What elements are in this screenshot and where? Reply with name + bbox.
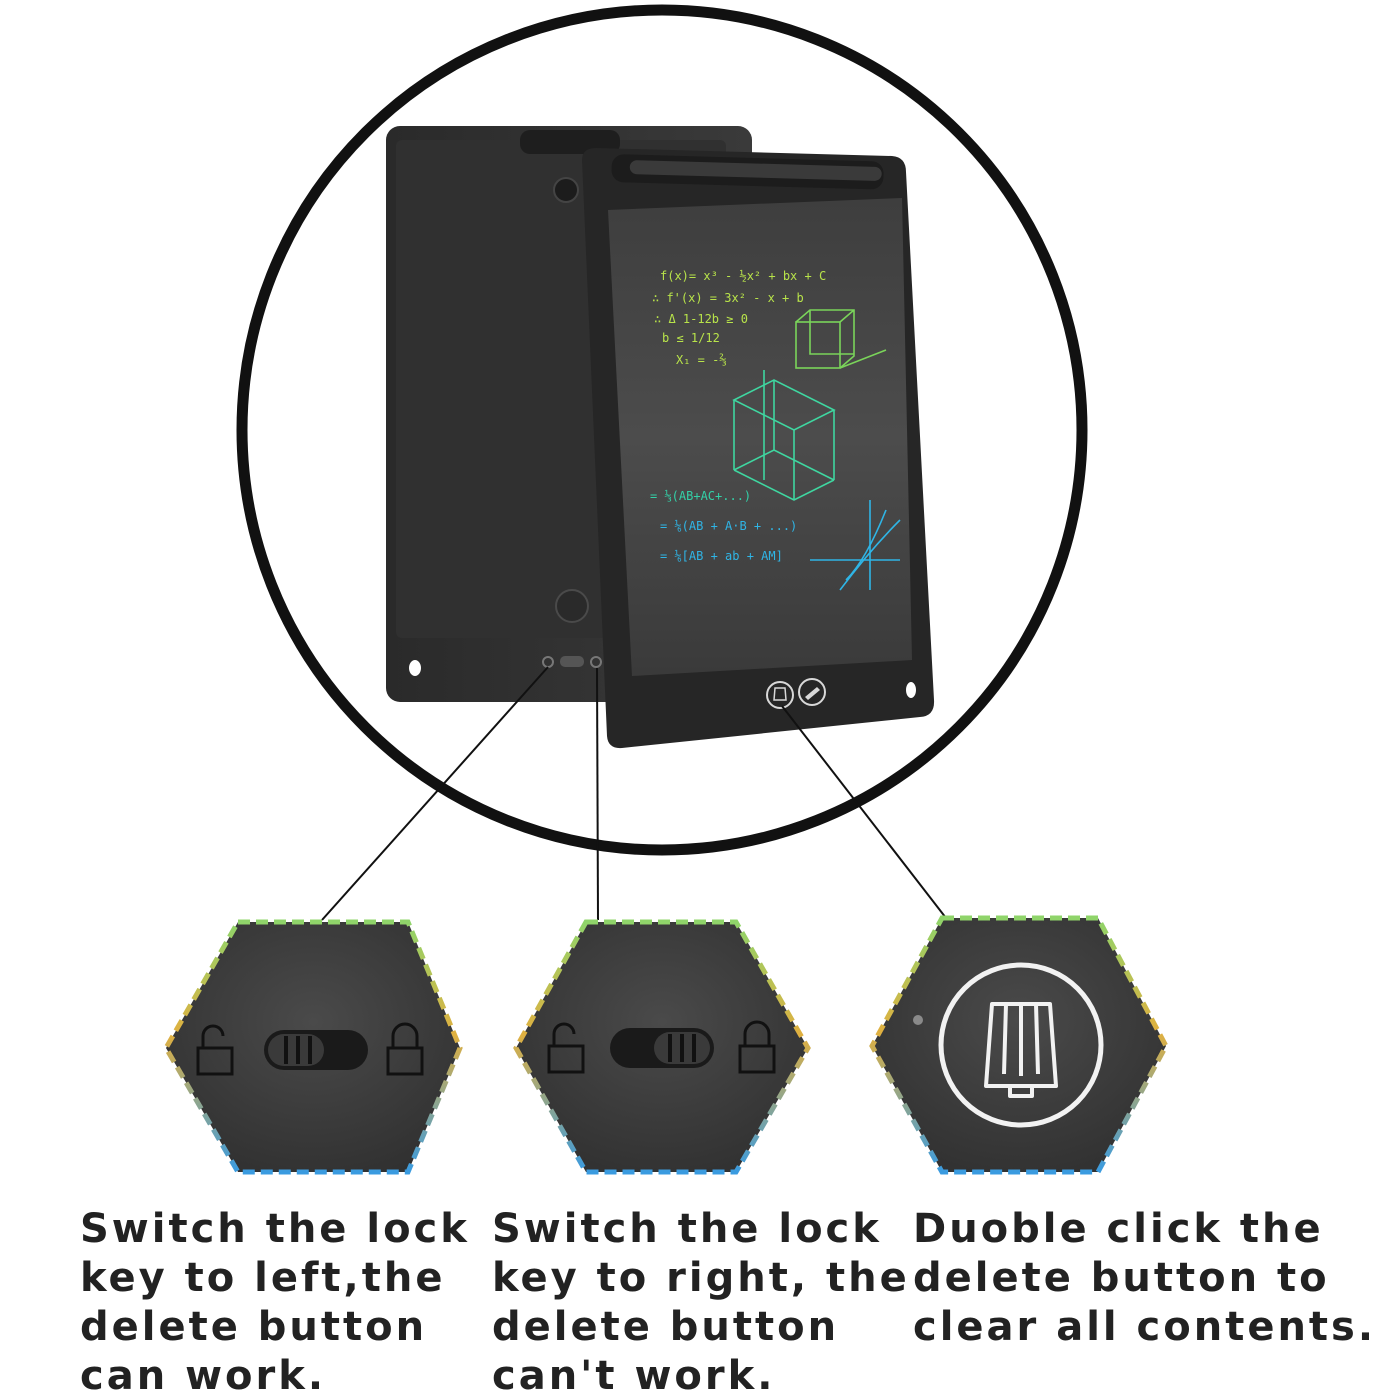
caption-delete: Duoble click the delete button to clear … bbox=[913, 1205, 1376, 1352]
unlock-icon bbox=[196, 1024, 234, 1076]
tablet-front: f(x)= x³ - ½x² + bx + C ∴ f'(x) = 3x² - … bbox=[582, 148, 935, 749]
caption-line: delete button bbox=[492, 1304, 840, 1350]
screen-line: ∴ f'(x) = 3x² - x + b bbox=[652, 291, 804, 305]
screen-line: X₁ = -⅔ bbox=[676, 353, 727, 367]
lock-switch-left-icon bbox=[264, 1030, 368, 1070]
lock-icon bbox=[738, 1020, 776, 1074]
cube-drawing bbox=[795, 309, 887, 369]
caption-line: can't work. bbox=[492, 1353, 776, 1396]
screen-writing: f(x)= x³ - ½x² + bx + C ∴ f'(x) = 3x² - … bbox=[650, 269, 826, 563]
delete-button-ring bbox=[938, 962, 1104, 1128]
caption-line: key to right, the bbox=[492, 1255, 910, 1301]
caption-line: can work. bbox=[80, 1353, 327, 1396]
callout-hexagon-delete bbox=[869, 915, 1169, 1175]
lock-switch-right-dot bbox=[590, 656, 602, 668]
caption-lock-left: Switch the lock key to left,the delete b… bbox=[80, 1205, 470, 1396]
caption-line: Switch the lock bbox=[80, 1206, 470, 1252]
callout-hexagon-lock-right bbox=[513, 919, 811, 1175]
screen-line: ∴ Δ 1-12b ≥ 0 bbox=[654, 312, 748, 326]
tablet-screen[interactable] bbox=[608, 198, 912, 676]
screen-line: f(x)= x³ - ½x² + bx + C bbox=[660, 269, 826, 283]
caption-lock-right: Switch the lock key to right, the delete… bbox=[492, 1205, 910, 1396]
lock-switch-right-icon bbox=[610, 1028, 714, 1068]
screen-line: = ⅙(AB + A·B + ...) bbox=[660, 519, 797, 533]
caption-line: key to left,the bbox=[80, 1255, 446, 1301]
caption-line: Duoble click the bbox=[913, 1206, 1324, 1252]
delete-button-bin-icon bbox=[773, 687, 787, 701]
screen-line: = ⅓(AB+AC+...) bbox=[650, 489, 751, 503]
pyramid-drawing bbox=[732, 370, 836, 501]
callout-hexagon-lock-left bbox=[163, 919, 463, 1175]
leader-lines bbox=[321, 666, 947, 921]
indicator-dot bbox=[913, 1015, 923, 1025]
screen-line: = ⅙[AB + ab + AM] bbox=[660, 549, 783, 563]
lock-button[interactable] bbox=[798, 678, 826, 706]
caption-line: clear all contents. bbox=[913, 1304, 1377, 1350]
zoom-circle bbox=[236, 4, 1088, 856]
lock-icon bbox=[386, 1022, 424, 1076]
delete-bin-button-icon bbox=[984, 1002, 1058, 1098]
delete-button[interactable] bbox=[766, 681, 794, 709]
caption-line: delete button bbox=[80, 1304, 428, 1350]
screen-line: b ≤ 1/12 bbox=[662, 331, 720, 345]
lock-switch[interactable] bbox=[560, 656, 584, 667]
caption-line: delete button to bbox=[913, 1255, 1330, 1301]
unlock-icon bbox=[547, 1022, 585, 1074]
graph-drawing bbox=[810, 500, 901, 591]
caption-line: Switch the lock bbox=[492, 1206, 882, 1252]
pen-icon bbox=[805, 687, 820, 700]
